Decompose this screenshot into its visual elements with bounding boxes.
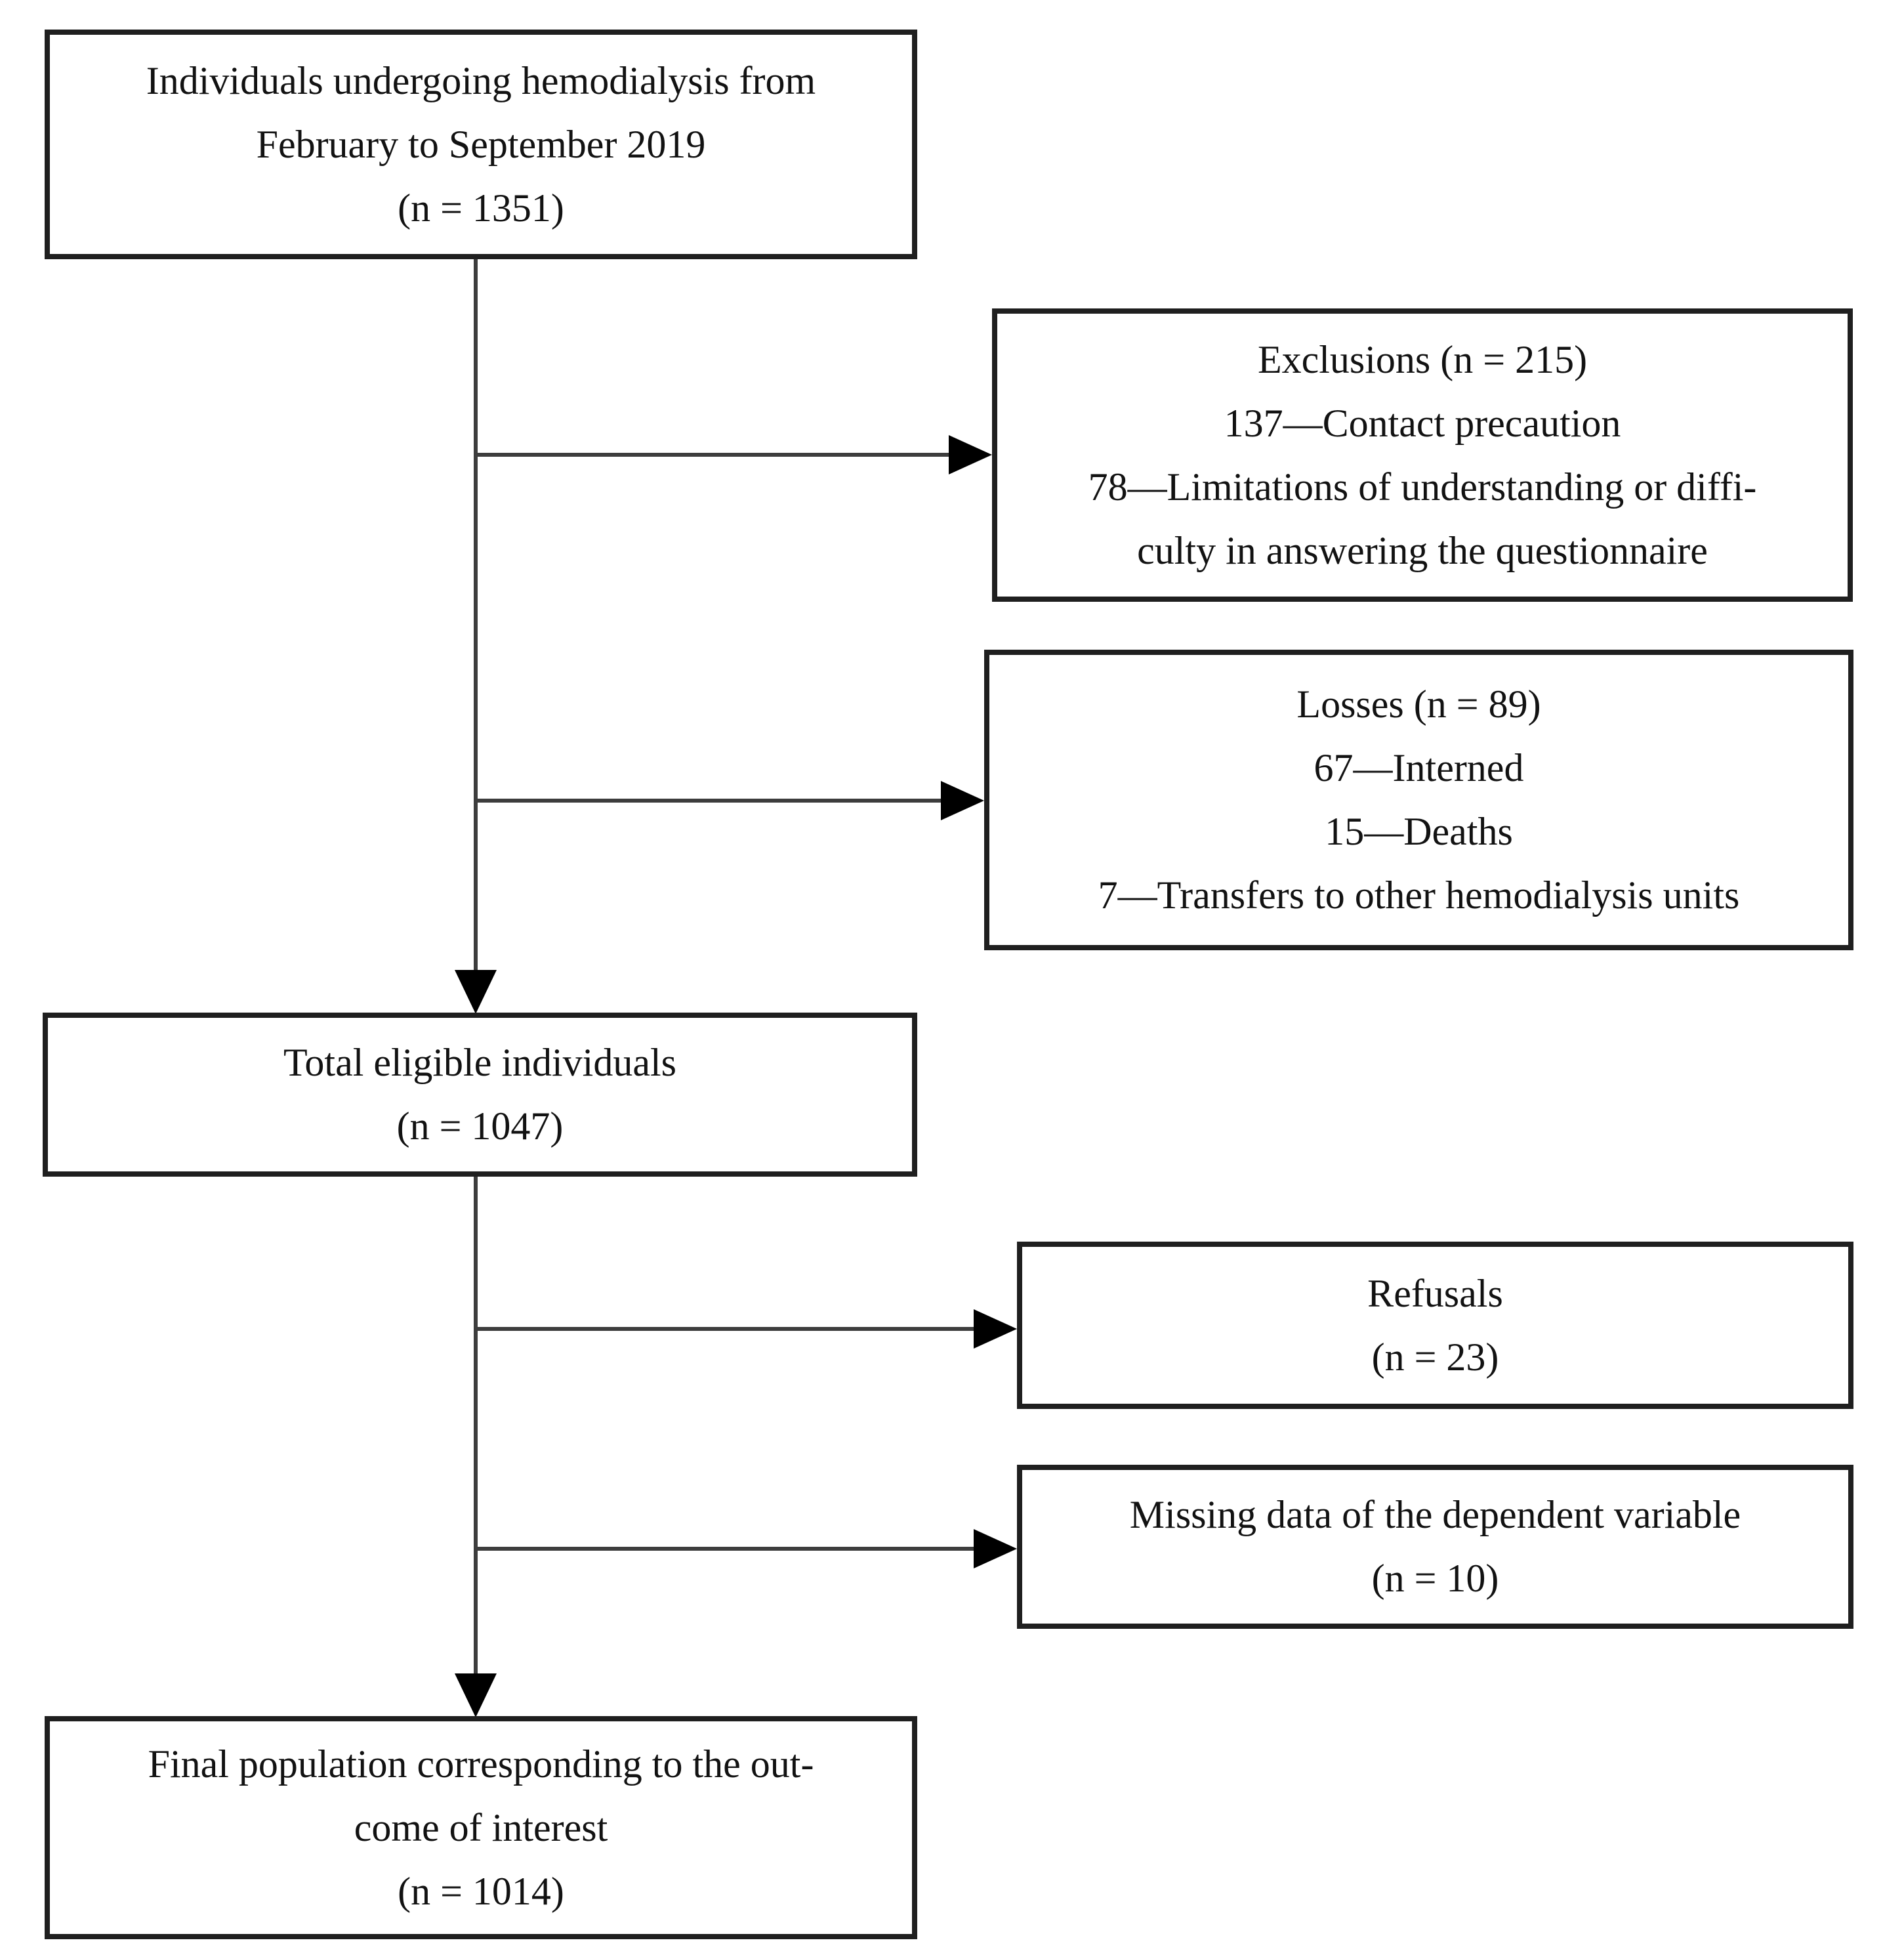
box-text-line: (n = 1351)	[398, 186, 564, 230]
box-text-line: (n = 23)	[1371, 1335, 1499, 1379]
box-text-line: (n = 10)	[1371, 1557, 1499, 1600]
box-text-line: 15—Deaths	[1325, 810, 1513, 853]
box-text-line: Missing data of the dependent variable	[1129, 1493, 1741, 1536]
box-text-line: 78—Limitations of understanding or diffi…	[1088, 465, 1757, 509]
box-text-line: Total eligible individuals	[283, 1041, 677, 1084]
box-missing-data: Missing data of the dependent variable (…	[1017, 1465, 1853, 1629]
box-text-line: culty in answering the questionnaire	[1137, 528, 1708, 572]
arrowhead-eligible-icon	[455, 970, 497, 1014]
box-text-line: Exclusions (n = 215)	[1257, 337, 1588, 381]
box-text-line: (n = 1014)	[398, 1869, 564, 1913]
box-losses: Losses (n = 89) 67—Interned 15—Deaths 7—…	[984, 650, 1853, 950]
arrowhead-exclusions-icon	[949, 435, 992, 474]
box-text-line: Losses (n = 89)	[1296, 682, 1541, 726]
box-final-population: Final population corresponding to the ou…	[45, 1716, 917, 1939]
box-text-line: 7—Transfers to other hemodialysis units	[1098, 873, 1740, 917]
box-text-line: 67—Interned	[1314, 746, 1524, 789]
arrowhead-losses-icon	[941, 781, 984, 820]
box-initial-population: Individuals undergoing hemodialysis from…	[45, 30, 917, 259]
box-exclusions: Exclusions (n = 215) 137—Contact precaut…	[992, 308, 1853, 602]
box-total-eligible: Total eligible individuals (n = 1047)	[43, 1013, 917, 1177]
box-text-line: February to September 2019	[256, 122, 706, 166]
box-text-line: (n = 1047)	[396, 1104, 564, 1148]
box-text-line: 137—Contact precaution	[1224, 401, 1621, 445]
arrowhead-missing-data-icon	[974, 1529, 1017, 1568]
arrowhead-refusals-icon	[974, 1309, 1017, 1349]
box-text-line: come of interest	[354, 1805, 608, 1849]
arrowhead-final-icon	[455, 1673, 497, 1717]
box-refusals: Refusals (n = 23)	[1017, 1242, 1853, 1409]
box-text-line: Final population corresponding to the ou…	[148, 1742, 814, 1786]
box-text-line: Refusals	[1367, 1271, 1503, 1315]
box-text-line: Individuals undergoing hemodialysis from	[146, 58, 816, 102]
